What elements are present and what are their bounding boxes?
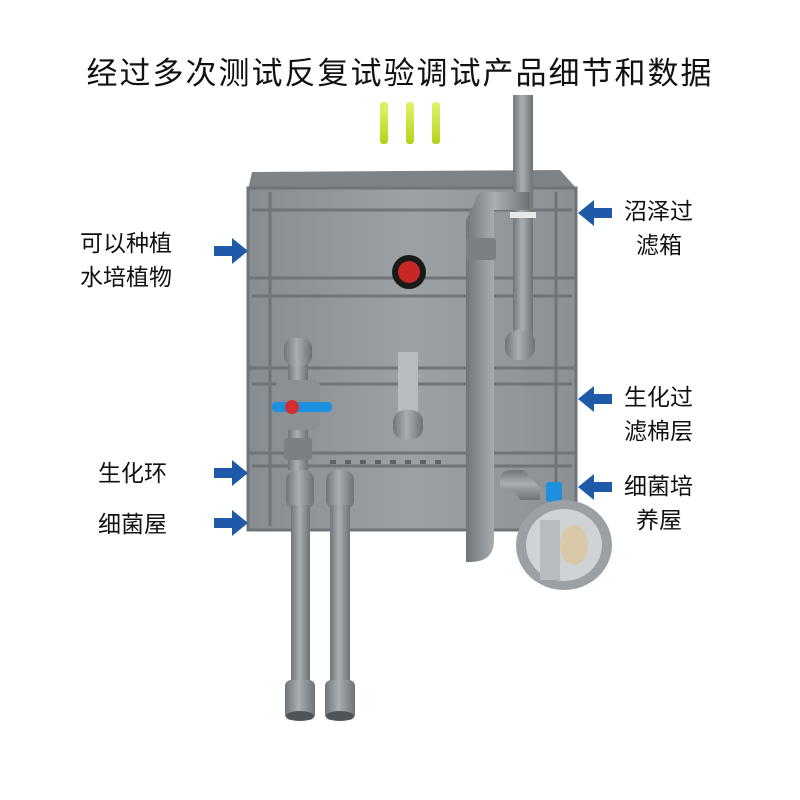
label-bacteria-house: 细菌屋: [98, 512, 167, 538]
headline: 经过多次测试反复试验调试产品细节和数据: [86, 56, 714, 92]
center-standpipe: [398, 352, 418, 427]
valve-handle: [272, 402, 332, 412]
arrow-right-icon: [214, 460, 248, 486]
green-bar: [406, 102, 414, 144]
label-bio-ring: 生化环: [98, 461, 167, 487]
green-bars-decoration: [376, 102, 446, 146]
arrow-left-icon: [578, 386, 612, 412]
label-plant: 可以种植 水培植物: [80, 231, 172, 291]
arrow-left-icon: [578, 474, 612, 500]
green-bar: [380, 102, 388, 144]
tank-rim: [248, 170, 576, 190]
chamber-valve: [546, 482, 562, 502]
green-bar: [432, 102, 440, 144]
arrow-right-icon: [214, 238, 248, 264]
label-swamp: 沼泽过 滤箱: [624, 199, 693, 259]
label-cotton: 生化过 滤棉层: [624, 385, 693, 445]
return-pipe: [466, 192, 530, 562]
elbow-pipe: [500, 470, 540, 500]
arrow-right-icon: [214, 510, 248, 536]
label-culture: 细菌培 养屋: [624, 474, 693, 534]
tank-vents: [330, 460, 441, 464]
drain-pipes: [285, 470, 355, 721]
overflow-pipe: [513, 95, 533, 355]
arrow-left-icon: [578, 200, 612, 226]
